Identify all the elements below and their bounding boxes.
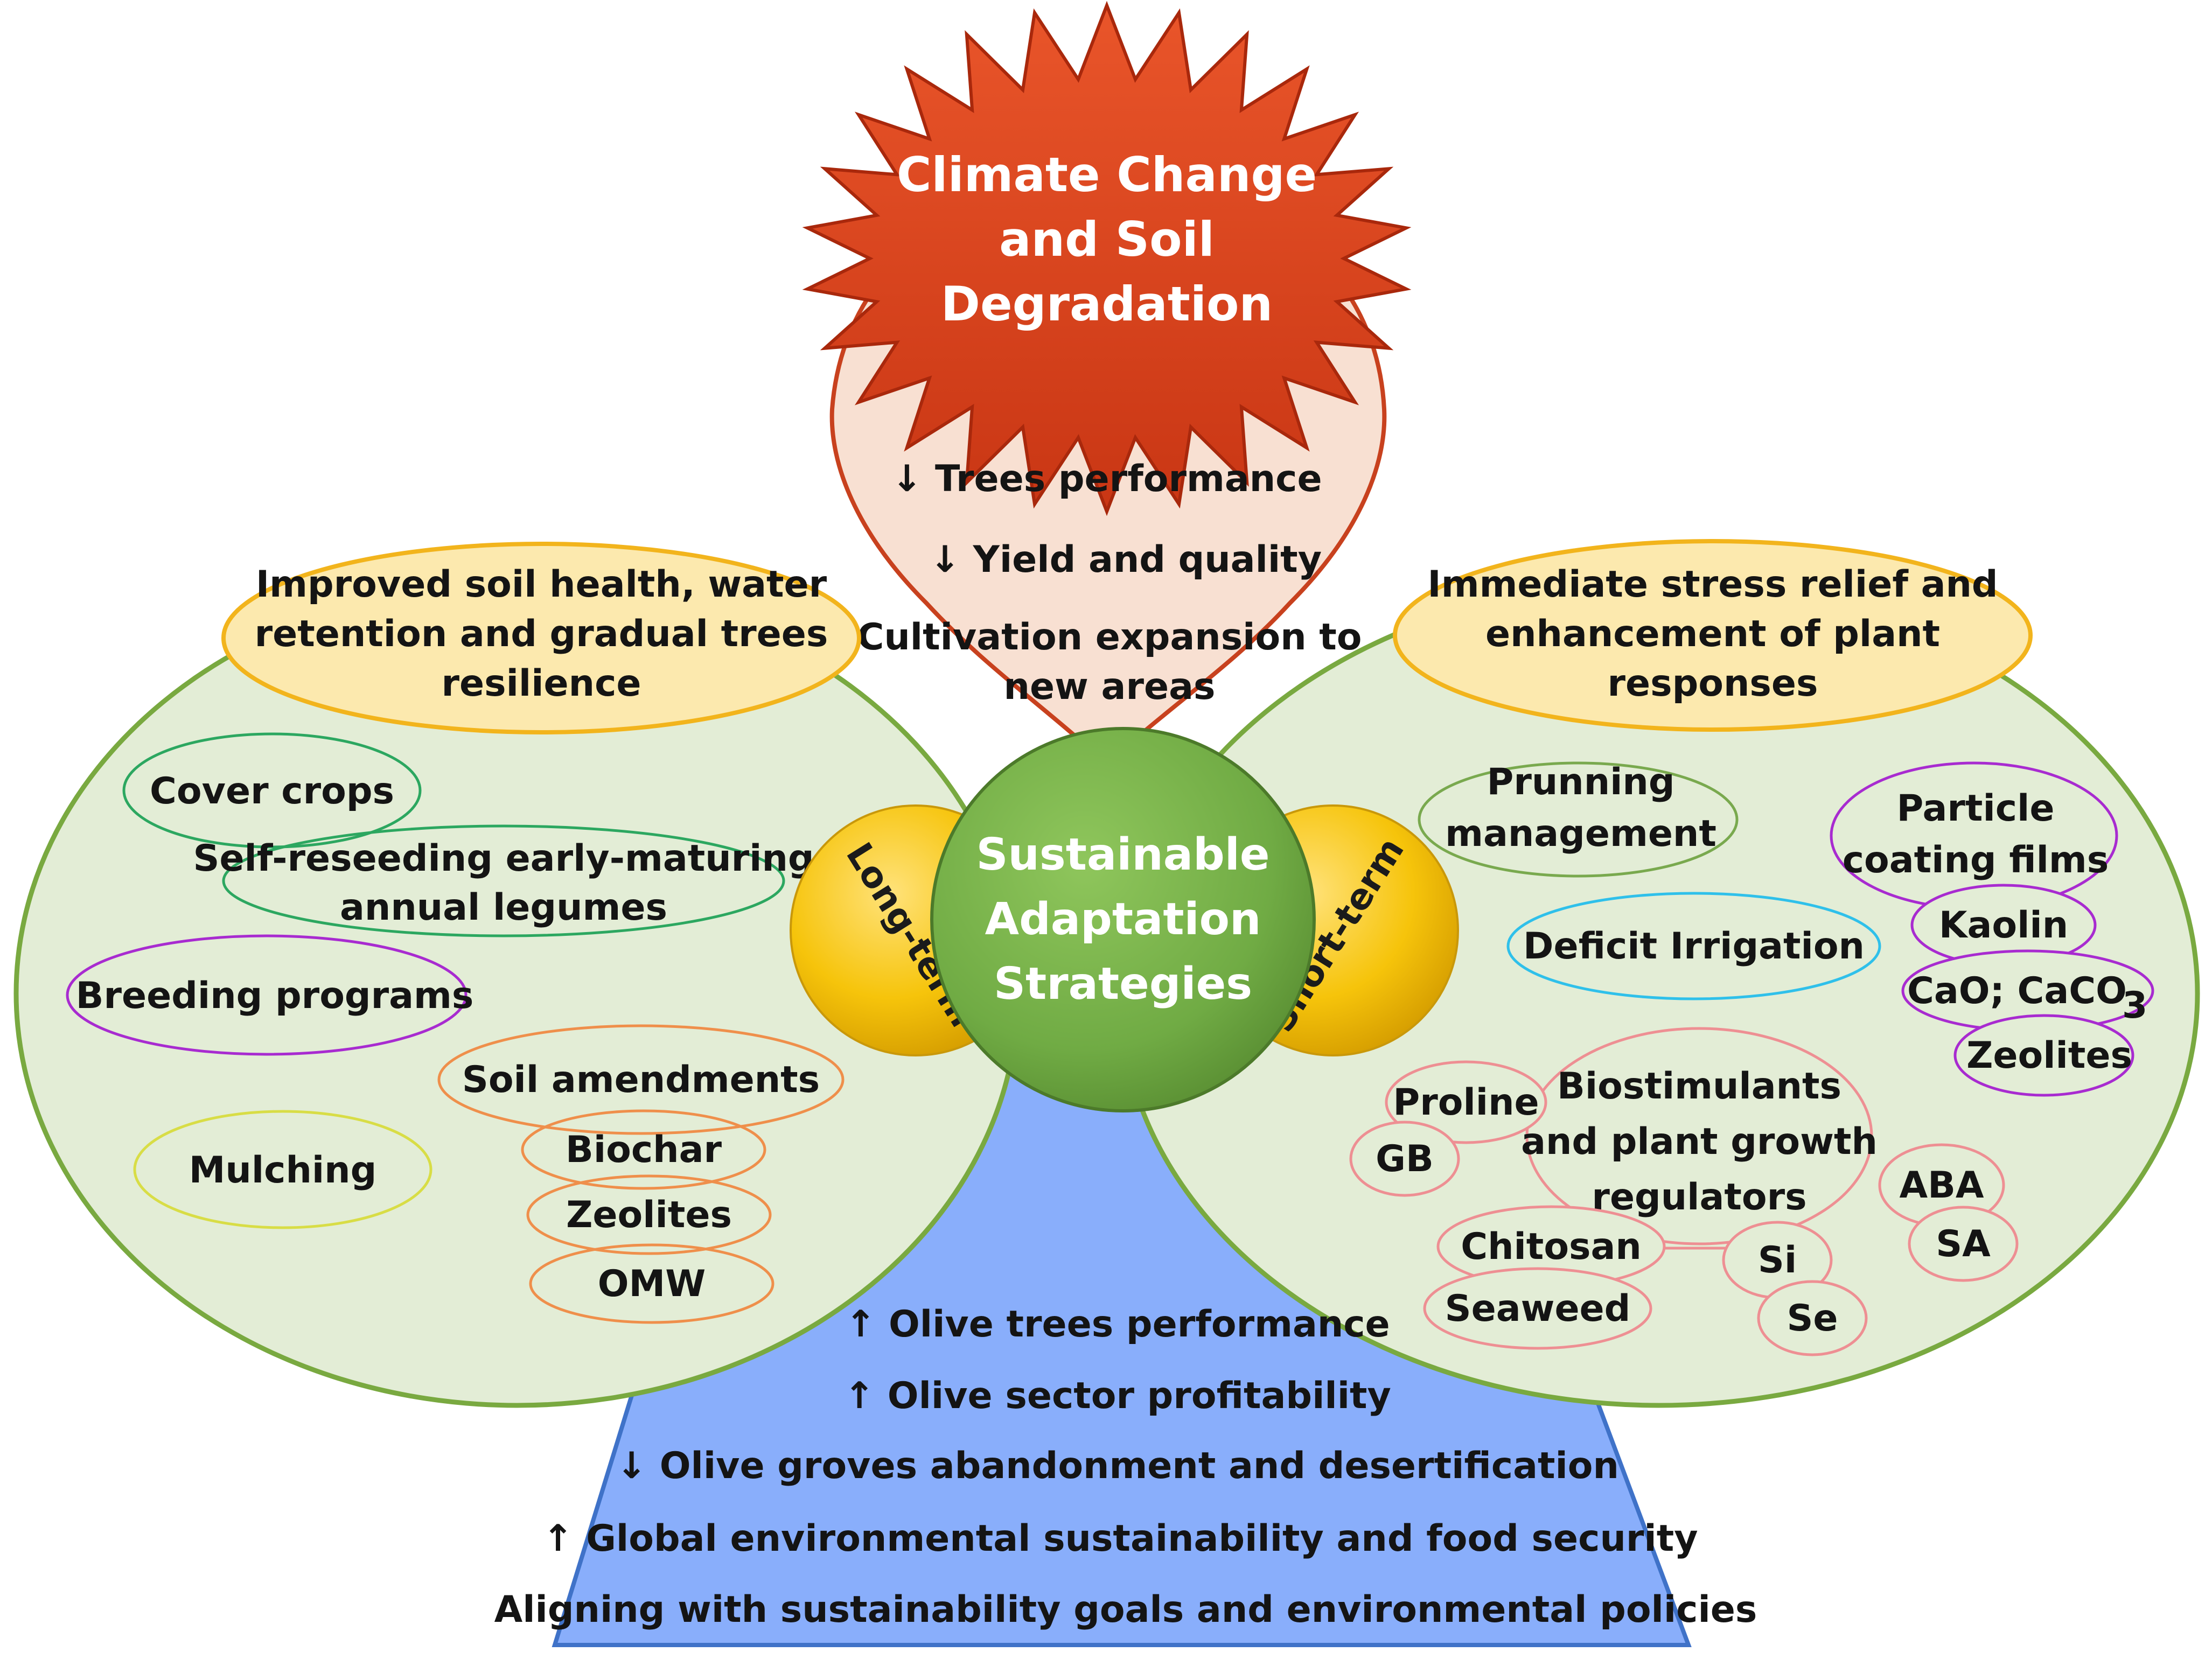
impact-yield-quality: ↓ Yield and quality xyxy=(930,538,1322,581)
chitosan-label: Chitosan xyxy=(1461,1226,1642,1268)
center-strategies-circle xyxy=(930,727,1316,1112)
benefit-abandonment: ↓ Olive groves abandonment and desertifi… xyxy=(616,1445,1619,1487)
omw-oval xyxy=(529,1243,774,1324)
aba-label: ABA xyxy=(1899,1164,1984,1207)
center-line-3: Strategies xyxy=(994,958,1252,1010)
legumes-line-1: Self-reseeding early-maturing xyxy=(193,837,814,880)
long-term-outcome-oval xyxy=(221,542,861,734)
deficit-irrigation-label: Deficit Irrigation xyxy=(1523,925,1865,968)
top-title-line-3: Degradation xyxy=(941,276,1273,332)
breeding-programs-oval xyxy=(66,934,467,1056)
pruning-line-2: management xyxy=(1445,813,1716,855)
zeolites-right-label: Zeolites xyxy=(1966,1034,2132,1077)
biostimulants-line-2: and plant growth xyxy=(1521,1121,1878,1163)
long-term-outcome-line-2: retention and gradual trees xyxy=(255,613,828,655)
benefit-profitability: ↑ Olive sector profitability xyxy=(844,1375,1391,1417)
biostimulants-line-1: Biostimulants xyxy=(1557,1065,1841,1108)
deficit-irrigation-oval xyxy=(1506,892,1881,1000)
sa-label: SA xyxy=(1936,1223,1991,1265)
mulching-label: Mulching xyxy=(189,1149,377,1192)
legumes-line-2: annual legumes xyxy=(340,886,667,929)
breeding-programs-label: Breeding programs xyxy=(76,975,474,1017)
legumes-oval xyxy=(222,824,785,937)
gb-label: GB xyxy=(1376,1138,1434,1180)
zeolites-right-oval xyxy=(1953,1014,2134,1097)
soil-amendments-label: Soil amendments xyxy=(462,1059,820,1101)
benefit-trees-performance: ↑ Olive trees performance xyxy=(845,1303,1390,1346)
se-label: Se xyxy=(1787,1297,1838,1340)
mulching-oval xyxy=(133,1110,432,1229)
impact-trees-performance: ↓ Trees performance xyxy=(891,458,1322,500)
long-term-outcome-line-1: Improved soil health, water xyxy=(256,563,827,606)
pruning-line-1: Prunning xyxy=(1487,761,1675,803)
short-term-outcome-oval xyxy=(1393,539,2033,732)
biostimulants-oval xyxy=(1525,1027,1873,1245)
short-term-outcome-line-3: responses xyxy=(1608,662,1818,705)
cao-caco3-subscript: 3 xyxy=(2122,984,2147,1027)
benefit-sustainability: ↑ Global environmental sustainability an… xyxy=(542,1517,1698,1560)
zeolites-left-oval xyxy=(526,1174,772,1255)
se-oval xyxy=(1757,1280,1868,1356)
kaolin-label: Kaolin xyxy=(1939,904,2068,947)
top-title-line-2: and Soil xyxy=(999,212,1215,267)
climate-change-starburst xyxy=(802,1,1412,516)
impact-cultivation-expansion-2: new areas xyxy=(1004,666,1216,708)
impact-cultivation-expansion-1: Cultivation expansion to xyxy=(857,616,1362,659)
soil-amendments-oval xyxy=(437,1024,845,1135)
biostimulants-line-3: regulators xyxy=(1592,1176,1806,1219)
cover-crops-oval xyxy=(122,732,422,849)
pruning-oval xyxy=(1418,761,1739,878)
proline-label: Proline xyxy=(1393,1081,1539,1124)
long-term-outcome-line-3: resilience xyxy=(441,662,641,705)
zeolites-left-label: Zeolites xyxy=(566,1194,732,1236)
proline-oval xyxy=(1385,1060,1547,1144)
cao-caco3-label: CaO; CaCO xyxy=(1907,970,2127,1012)
biochar-label: Biochar xyxy=(566,1129,722,1171)
cover-crops-label: Cover crops xyxy=(150,770,394,813)
short-term-outcome-line-2: enhancement of plant xyxy=(1485,613,1940,655)
particle-films-line-2: coating films xyxy=(1843,839,2109,881)
particle-films-line-1: Particle xyxy=(1897,787,2055,830)
benefit-policies: Aligning with sustainability goals and e… xyxy=(494,1588,1757,1631)
center-line-1: Sustainable xyxy=(976,829,1269,880)
top-title-line-1: Climate Change xyxy=(897,147,1317,202)
gb-oval xyxy=(1349,1121,1460,1197)
seaweed-label: Seaweed xyxy=(1445,1287,1631,1330)
sa-oval xyxy=(1908,1206,2019,1282)
si-label: Si xyxy=(1758,1239,1797,1282)
biochar-oval xyxy=(521,1109,766,1190)
short-term-outcome-line-1: Immediate stress relief and xyxy=(1427,563,1998,606)
omw-label: OMW xyxy=(598,1263,706,1305)
center-line-2: Adaptation xyxy=(985,894,1261,945)
seaweed-oval xyxy=(1423,1267,1652,1350)
